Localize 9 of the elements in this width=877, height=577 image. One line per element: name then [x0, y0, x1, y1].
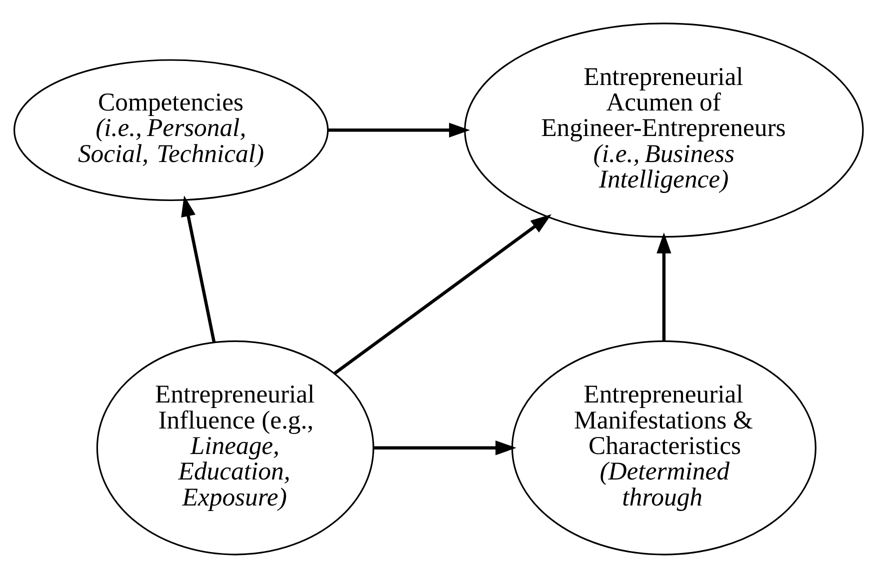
- arrow: [374, 440, 516, 455]
- node-ellipse: Competencies (i.e., Personal, Social, Technical): [14, 58, 329, 201]
- arrow: [328, 122, 470, 137]
- node-ellipse: Entrepreneurial Influence (e.g., Lineage, Education, Exposure): [96, 340, 374, 555]
- node-ellipse: Entrepreneurial Acumen of Engineer-Entrepreneurs (i.e., Business Intelligence): [464, 22, 864, 238]
- arrow: [181, 195, 216, 342]
- node-ellipse: Entrepreneurial Manifestations & Characteristics (Determined through: [511, 340, 816, 555]
- arrow: [334, 214, 552, 374]
- arrow: [656, 232, 672, 341]
